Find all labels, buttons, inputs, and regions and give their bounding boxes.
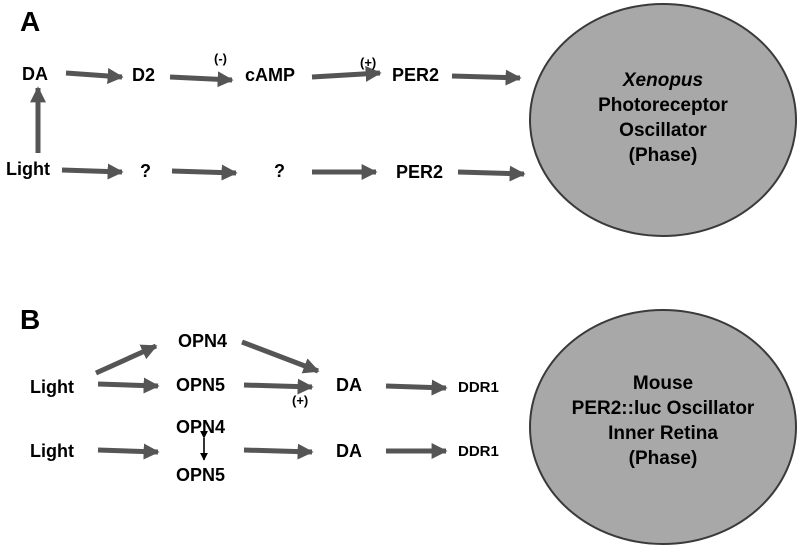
xenopus-oscillator-label: Xenopus Photoreceptor Oscillator (Phase) (563, 68, 763, 168)
node-unknown-2: ? (274, 161, 285, 181)
node-da-b1: DA (336, 375, 362, 395)
mouse-oscillator-circle (529, 309, 797, 545)
node-light-b2: Light (30, 441, 74, 461)
oscillator-b-line4: (Phase) (628, 448, 698, 469)
sign-positive-a: (+) (360, 55, 377, 70)
arrow-light-opn5 (97, 377, 160, 394)
node-light-b1: Light (30, 377, 74, 397)
sign-positive-b: (+) (292, 393, 309, 408)
node-per2-a2: PER2 (396, 162, 444, 182)
arrow-per2-oscillator-a2 (457, 165, 526, 182)
arrow-light-opn4 (94, 343, 158, 376)
arrow-d2-camp (169, 71, 234, 88)
node-ddr1-b2: DDR1 (458, 443, 499, 460)
arrow-camp-per2 (311, 65, 382, 82)
mouse-oscillator-label: Mouse PER2::luc Oscillator Inner Retina … (543, 371, 783, 471)
oscillator-a-line3: Oscillator (619, 120, 707, 141)
node-opn5-b2: OPN5 (176, 465, 226, 485)
node-opn5-b1: OPN5 (176, 375, 226, 395)
arrow-light-opn-pair (97, 443, 160, 460)
oscillator-a-line1: Xenopus (622, 70, 704, 91)
node-da-a: DA (22, 64, 48, 84)
node-da-b2: DA (336, 441, 362, 461)
arrow-da-ddr1-1 (385, 379, 448, 396)
node-light-a: Light (6, 159, 50, 179)
arrow-opn-pair-da (243, 443, 314, 460)
arrow-light-q1 (61, 163, 124, 180)
node-opn4-top: OPN4 (178, 331, 228, 351)
oscillator-b-line2: PER2::luc Oscillator (571, 398, 755, 419)
panel-label-a: A (20, 6, 41, 37)
oscillator-a-line4: (Phase) (628, 145, 698, 166)
node-camp: cAMP (245, 65, 296, 85)
oscillator-b-line3: Inner Retina (608, 423, 718, 444)
node-per2-a1: PER2 (392, 65, 440, 85)
arrow-opn4-da (241, 339, 320, 374)
arrow-q1-q2 (171, 164, 238, 181)
oscillator-b-line1: Mouse (632, 373, 694, 394)
sign-negative: (-) (214, 51, 227, 66)
arrow-da-d2 (65, 67, 124, 84)
arrow-opn5-da (243, 378, 314, 395)
panel-label-b: B (20, 304, 41, 335)
xenopus-oscillator-circle (529, 3, 797, 237)
oscillator-a-line2: Photoreceptor (598, 95, 728, 116)
node-d2: D2 (132, 65, 156, 85)
node-unknown-1: ? (140, 161, 151, 181)
node-opn4-b2: OPN4 (176, 417, 226, 437)
arrow-per2-oscillator-a (451, 69, 522, 86)
node-ddr1-b1: DDR1 (458, 379, 499, 396)
